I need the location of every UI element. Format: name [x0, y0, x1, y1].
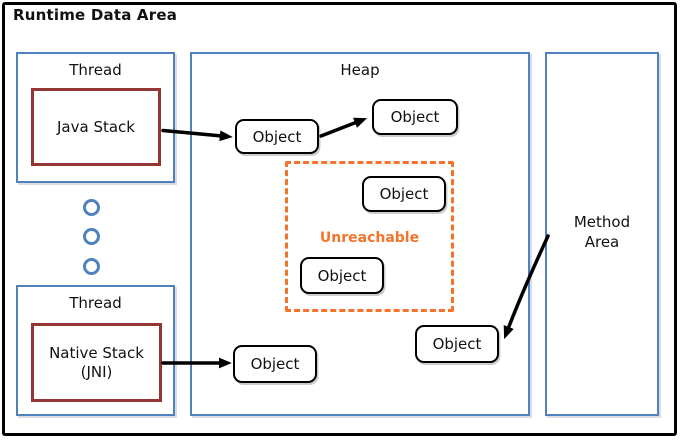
method-area-label-line2: Area: [584, 233, 620, 251]
object-label: Object: [379, 185, 429, 203]
thread-top-label: Thread: [69, 61, 122, 79]
thread-box-bottom: Thread Native Stack (JNI): [16, 285, 175, 416]
heap-label: Heap: [340, 61, 380, 79]
heap-object-referenced-by-java-stack: Object: [235, 119, 319, 154]
thread-ellipsis-dot: [83, 258, 100, 275]
thread-bottom-label: Thread: [69, 294, 122, 312]
unreachable-object-bottom: Object: [300, 257, 384, 294]
method-area-label-line1: Method: [573, 213, 631, 231]
native-stack-label-line1: Native Stack: [49, 343, 144, 362]
thread-box-top: Thread Java Stack: [16, 52, 175, 183]
object-label: Object: [390, 108, 440, 126]
object-label: Object: [250, 355, 300, 373]
heap-object-referenced-by-method-area: Object: [415, 325, 499, 363]
unreachable-region-box: Unreachable: [285, 161, 454, 312]
java-stack-label: Java Stack: [57, 117, 135, 136]
diagram-title: Runtime Data Area: [13, 6, 178, 24]
unreachable-label: Unreachable: [319, 230, 420, 246]
java-stack-box: Java Stack: [31, 88, 161, 166]
heap-object-referenced-by-native-stack: Object: [233, 345, 317, 383]
object-label: Object: [317, 266, 367, 285]
heap-object-top-right: Object: [372, 99, 458, 135]
thread-ellipsis-dot: [83, 199, 100, 216]
method-area-box: Method Area: [545, 52, 659, 416]
object-label: Object: [432, 335, 482, 353]
method-area-label: Method Area: [547, 212, 657, 252]
native-stack-box: Native Stack (JNI): [31, 323, 162, 402]
object-label: Object: [252, 127, 302, 146]
native-stack-label-line2: (JNI): [80, 362, 113, 381]
unreachable-object-top: Object: [362, 176, 446, 212]
thread-ellipsis-dot: [83, 228, 100, 245]
